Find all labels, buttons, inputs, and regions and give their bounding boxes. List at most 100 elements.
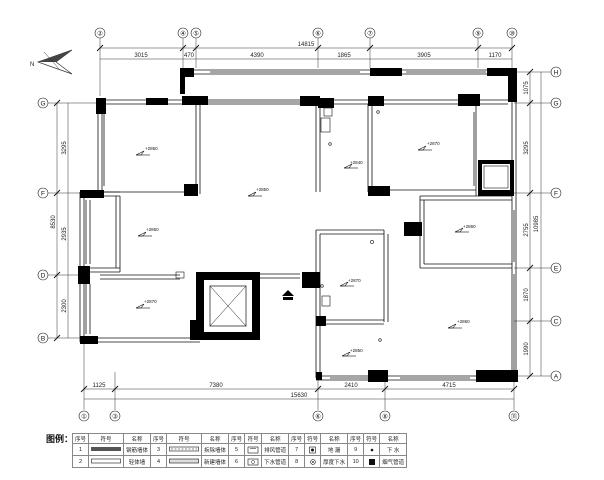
legend-no: 3 [150, 443, 168, 456]
left-total-dim: 8530 [51, 215, 57, 229]
legend-name: 地 漏 [320, 443, 349, 456]
elevator-shaft [196, 272, 260, 340]
exhaust-duct-icon [244, 443, 263, 456]
legend-header: 符号 [304, 433, 322, 444]
legend-header: 序号 [288, 433, 306, 444]
entrance-marker-icon [283, 297, 293, 300]
legend-header: 符号 [166, 433, 203, 444]
entrance-arrow-icon [282, 290, 294, 296]
left-dim-1: 3295 [62, 141, 68, 155]
right-dim-5: 1990 [524, 342, 530, 356]
elev-master-bedroom: +2860 [457, 319, 470, 324]
legend-header: 名称 [261, 433, 290, 444]
axis-bottom-8: ⑧ [382, 413, 388, 421]
wall-outlines [79, 69, 517, 381]
axis-bottom-1: ① [81, 413, 87, 421]
shaft-outline [483, 165, 509, 189]
axis-top-7: ⑦ [367, 30, 373, 38]
top-dim-1: 3015 [134, 53, 148, 59]
bottom-dim-1: 1125 [93, 383, 107, 389]
top-dim-4: 1865 [337, 53, 351, 59]
legend-name: 轻体墙 [123, 455, 152, 468]
elev-bath-south: +2870 [348, 278, 361, 283]
legend-name: 厚度下水 [320, 455, 349, 468]
axis-left-d: D [41, 273, 46, 280]
legend-header: 序号 [71, 433, 90, 444]
legend-header: 名称 [201, 433, 230, 444]
legend-header: 符号 [244, 433, 263, 444]
top-dim-6: 1170 [489, 53, 503, 59]
elev-living: +2850 [256, 187, 269, 192]
legend-header: 名称 [123, 433, 152, 444]
right-dim-4: 1870 [524, 288, 530, 302]
structural-columns [78, 68, 518, 382]
legend-name: 拆除墙体 [201, 443, 230, 456]
new-wall-icon [166, 455, 203, 468]
elev-bath-north: +2840 [350, 160, 363, 165]
legend-header: 名称 [379, 433, 408, 444]
legend-name: 新建墙体 [201, 455, 230, 468]
demolish-wall-icon [166, 443, 203, 456]
elev-study: +2860 [463, 224, 476, 229]
legend-header: 序号 [228, 433, 246, 444]
top-dim-3: 4390 [250, 53, 264, 59]
axis-left-g: G [40, 101, 45, 108]
compass-label: N [30, 62, 34, 68]
legend-no: 2 [71, 455, 90, 468]
elevation-markers [135, 145, 469, 357]
legend-row: 2 轻体墙 4 新建墙体 6 下水管道 8 厚度下水 10 烟气管道 [71, 455, 408, 468]
legend-header: 序号 [150, 433, 168, 444]
door-marker [175, 271, 185, 279]
axis-right-e: E [554, 266, 559, 273]
legend-no: 8 [288, 455, 306, 468]
sewer-pipe-icon [244, 455, 263, 468]
legend-no: 5 [228, 443, 246, 456]
axis-top-5: ⑤ [193, 30, 199, 38]
axis-bottom-3: ③ [112, 413, 118, 421]
legend-header: 名称 [320, 433, 349, 444]
thick-drain-icon [304, 455, 322, 468]
legend-name: 排风管道 [261, 443, 290, 456]
axis-right-c: C [554, 319, 559, 326]
axis-left-f: F [41, 191, 45, 198]
right-dim-2: 3295 [524, 141, 530, 155]
floor-plan: N [30, 27, 562, 422]
top-total-dim: 14815 [298, 42, 315, 48]
legend-no: 1 [71, 443, 90, 456]
top-dim-2: 470 [184, 53, 195, 59]
legend-no: 9 [347, 443, 365, 456]
flue-pipe-icon [363, 455, 381, 468]
drain-icon [363, 443, 381, 456]
legend-header: 符号 [88, 433, 125, 444]
legend-row: 1 钢筋墙体 3 拆除墙体 5 排风管道 7 地 漏 9 下 水 [71, 443, 408, 456]
axis-right-a: A [554, 374, 559, 381]
bottom-dim-3: 2410 [344, 383, 358, 389]
concrete-wall-icon [88, 443, 125, 456]
legend-title: 图例： [46, 434, 74, 444]
legend-name: 钢筋墙体 [123, 443, 152, 456]
bottom-total-dim: 15630 [291, 393, 308, 399]
legend-no: 10 [347, 455, 365, 468]
elev-bedroom-south: +2850 [350, 348, 363, 353]
light-wall-icon [88, 455, 125, 468]
legend-name: 烟气管道 [379, 455, 408, 468]
axis-top-4: ④ [180, 30, 186, 38]
axis-top-6: ⑥ [315, 30, 321, 38]
axis-left-b: B [41, 336, 45, 343]
axis-right-g: G [553, 101, 558, 108]
axis-bottom-6: ⑥ [315, 413, 321, 421]
axis-top-10: ⑩ [509, 30, 515, 38]
elev-bedroom-nw: +2860 [145, 146, 158, 151]
elev-bedroom-ne: +2870 [427, 141, 440, 146]
left-dim-3: 2300 [62, 299, 68, 313]
legend-header: 符号 [363, 433, 381, 444]
pipe-symbols [320, 107, 382, 342]
axis-right-f: F [554, 191, 558, 198]
legend-no: 7 [288, 443, 306, 456]
left-dim-2: 2935 [62, 227, 68, 241]
elev-dining: +2860 [146, 227, 159, 232]
floor-drain-icon [304, 443, 322, 456]
axis-top-2: ② [97, 30, 103, 38]
right-total-dim: 10985 [534, 215, 540, 232]
top-dim-5: 3905 [417, 53, 431, 59]
